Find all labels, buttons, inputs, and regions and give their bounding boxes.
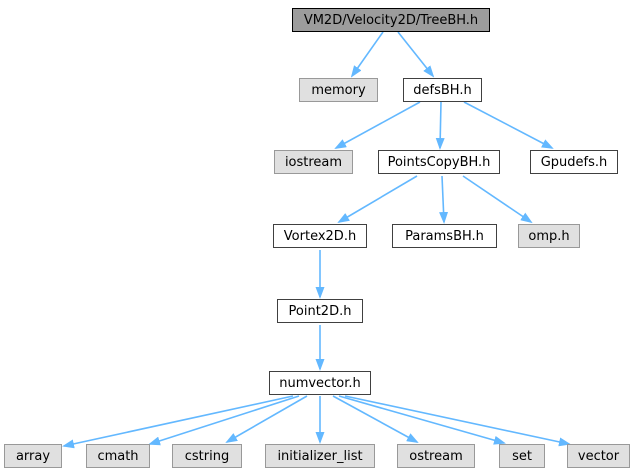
node-numvector-h[interactable]: numvector.h — [269, 371, 371, 395]
node-cmath: cmath — [86, 444, 150, 468]
edge-numvector-to-cstring — [225, 395, 308, 443]
node-memory: memory — [299, 78, 378, 102]
edge-defsbh-to-iostream — [334, 101, 421, 149]
node-array: array — [4, 444, 62, 468]
node-point2d-h[interactable]: Point2D.h — [277, 299, 363, 323]
node-gpudefs-h[interactable]: Gpudefs.h — [530, 150, 618, 174]
node-paramsbh-h[interactable]: ParamsBH.h — [392, 224, 497, 248]
node-initializer-list: initializer_list — [265, 444, 375, 468]
edge-pointscopybh-to-omp — [462, 175, 533, 224]
edge-pointscopybh-to-paramsbh — [439, 175, 449, 224]
edge-numvector-to-ostream — [332, 395, 419, 443]
edge-numvector-to-set — [338, 395, 506, 445]
node-set: set — [499, 444, 545, 468]
node-iostream: iostream — [274, 150, 353, 174]
edge-numvector-to-cmath — [148, 395, 300, 446]
node-vortex2d-h[interactable]: Vortex2D.h — [273, 224, 367, 248]
edge-numvector-to-array — [62, 395, 294, 449]
edge-numvector-to-vector — [344, 395, 571, 447]
edge-defsbh-to-pointscopybh — [435, 101, 445, 150]
edge-defsbh-to-gpudefs — [463, 101, 554, 149]
node-omp-h: omp.h — [518, 224, 580, 248]
node-treebh-root: VM2D/Velocity2D/TreeBH.h — [292, 8, 490, 32]
edge-treebh-to-defsbh — [397, 31, 435, 78]
node-defsbh-h[interactable]: defsBH.h — [403, 78, 482, 102]
node-pointscopybh-h[interactable]: PointsCopyBH.h — [378, 150, 500, 174]
node-cstring: cstring — [172, 444, 242, 468]
edge-treebh-to-memory — [350, 31, 384, 78]
edge-pointscopybh-to-vortex2d — [337, 175, 418, 224]
node-ostream: ostream — [397, 444, 475, 468]
node-vector: vector — [567, 444, 630, 468]
